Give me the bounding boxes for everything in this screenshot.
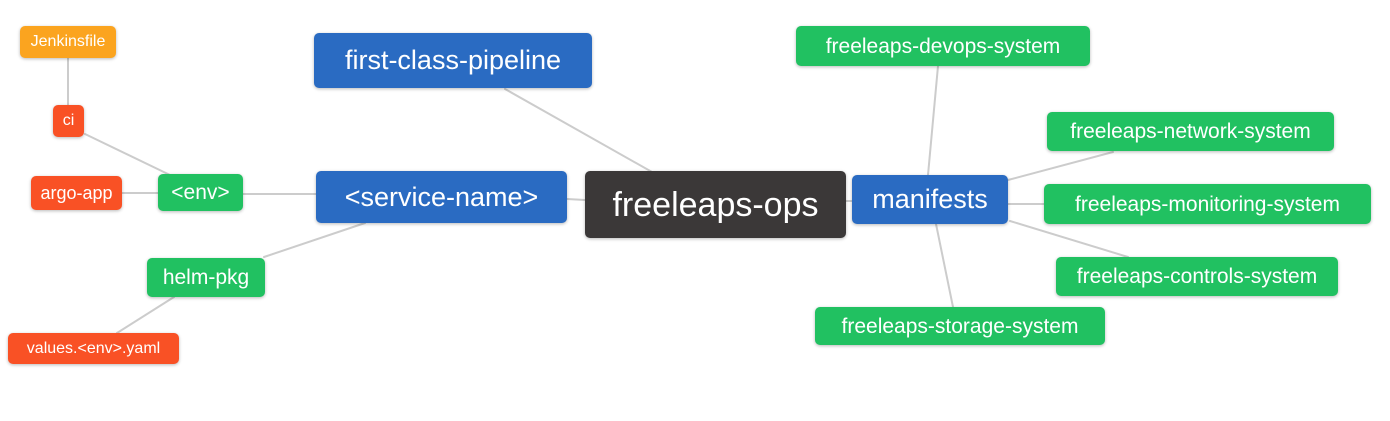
node-first-class-pipeline[interactable]: first-class-pipeline [314,33,592,88]
node-ci[interactable]: ci [53,105,84,137]
edge-first-class-pipeline-freeleaps-ops [504,88,653,173]
edge-ci-env [84,133,171,176]
node-freeleaps-ops[interactable]: freeleaps-ops [585,171,846,238]
edge-helm-pkg-values-env-yaml [116,296,175,334]
node-service-name[interactable]: <service-name> [316,171,567,223]
edge-service-name-freeleaps-ops [566,198,586,201]
node-env[interactable]: <env> [158,174,243,211]
edge-manifests-freeleaps-network-system [1007,151,1114,181]
edge-manifests-freeleaps-controls-system [1009,220,1129,258]
node-freeleaps-network-system[interactable]: freeleaps-network-system [1047,112,1334,151]
node-freeleaps-controls-system[interactable]: freeleaps-controls-system [1056,257,1338,296]
node-helm-pkg[interactable]: helm-pkg [147,258,265,297]
node-argo-app[interactable]: argo-app [31,176,122,210]
node-freeleaps-monitoring-system[interactable]: freeleaps-monitoring-system [1044,184,1371,224]
node-freeleaps-storage-system[interactable]: freeleaps-storage-system [815,307,1105,345]
node-jenkinsfile[interactable]: Jenkinsfile [20,26,116,58]
edge-manifests-freeleaps-devops-system [927,65,939,176]
edge-manifests-freeleaps-storage-system [935,223,954,308]
node-values-env-yaml[interactable]: values.<env>.yaml [8,333,179,364]
node-freeleaps-devops-system[interactable]: freeleaps-devops-system [796,26,1090,66]
node-manifests[interactable]: manifests [852,175,1008,224]
edge-service-name-helm-pkg [263,222,366,258]
